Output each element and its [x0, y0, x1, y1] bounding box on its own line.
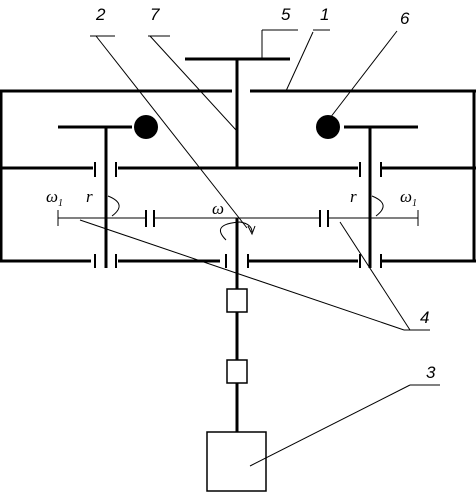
leader-lines [79, 29, 440, 467]
center-rotation-arc [219, 221, 253, 241]
leader-3 [249, 384, 411, 467]
leader-2 [95, 35, 248, 229]
part-labels: 2 7 5 1 6 4 3 [95, 5, 436, 382]
coupling-box-lower [226, 359, 248, 384]
label-4: 4 [420, 308, 429, 327]
label-2: 2 [95, 5, 106, 24]
right-rotation-arc [371, 195, 384, 217]
label-7: 7 [150, 5, 160, 24]
left-rotation-arc [107, 195, 120, 217]
label-5: 5 [281, 5, 291, 24]
leader-4-left [79, 219, 405, 331]
label-6: 6 [400, 9, 410, 28]
leader-4-right [339, 221, 411, 331]
right-mass [316, 115, 340, 139]
left-mass [134, 115, 158, 139]
omega1-left-symbol: ω1 [46, 187, 63, 209]
housing [0, 89, 476, 263]
right-shaft-assembly [316, 115, 418, 268]
top-input-rod [185, 57, 290, 168]
leader-6 [329, 30, 398, 119]
rotation-arrows [107, 195, 384, 241]
leader-1 [285, 31, 314, 92]
omega1-right-symbol: ω1 [400, 187, 417, 209]
symbols: ω1 r ω r ω1 [46, 187, 417, 218]
leader-7 [149, 35, 237, 131]
r-right-symbol: r [350, 187, 357, 206]
label-3: 3 [426, 363, 436, 382]
r-left-symbol: r [86, 187, 93, 206]
motor-box [206, 431, 267, 492]
label-1: 1 [320, 5, 329, 24]
left-shaft-assembly [58, 115, 158, 268]
coupling-box-upper [226, 288, 248, 313]
center-rotation-arrowhead [247, 225, 256, 236]
central-output-shaft [206, 218, 267, 492]
omega-symbol: ω [212, 199, 224, 218]
